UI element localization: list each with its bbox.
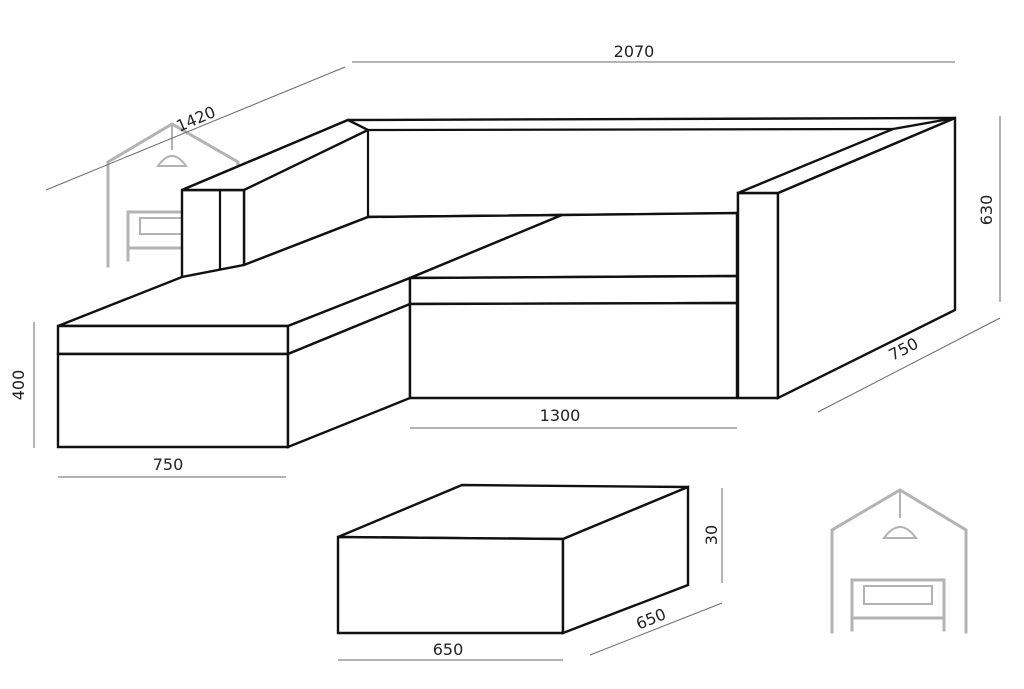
left-armrest	[180, 188, 246, 279]
dim-seat-height: 400	[9, 370, 28, 401]
pouf-side	[561, 485, 690, 635]
dim-total-width: 2070	[614, 42, 655, 61]
dim-chaise-width: 750	[153, 455, 184, 474]
right-armrest-top	[737, 116, 956, 195]
middle-cushion-front	[408, 274, 739, 306]
dimension-lines	[33, 61, 1001, 661]
dim-pouf-depth: 650	[633, 604, 668, 633]
pouf	[336, 483, 690, 635]
pouf-front	[336, 535, 565, 635]
chaise-cushion-front	[56, 324, 290, 356]
middle-base-front	[408, 301, 739, 400]
right-armrest-front	[736, 191, 780, 400]
dim-pouf-height: 30	[702, 525, 721, 545]
dim-middle-width: 1300	[540, 406, 581, 425]
house-sofa-icon	[830, 488, 968, 634]
chaise-base-front	[56, 352, 290, 449]
dim-left-depth: 1420	[173, 102, 218, 135]
corner-sofa	[56, 116, 957, 449]
dim-pouf-width: 650	[433, 640, 464, 659]
dim-back-height: 630	[977, 195, 996, 226]
left-armrest-top	[181, 118, 371, 192]
